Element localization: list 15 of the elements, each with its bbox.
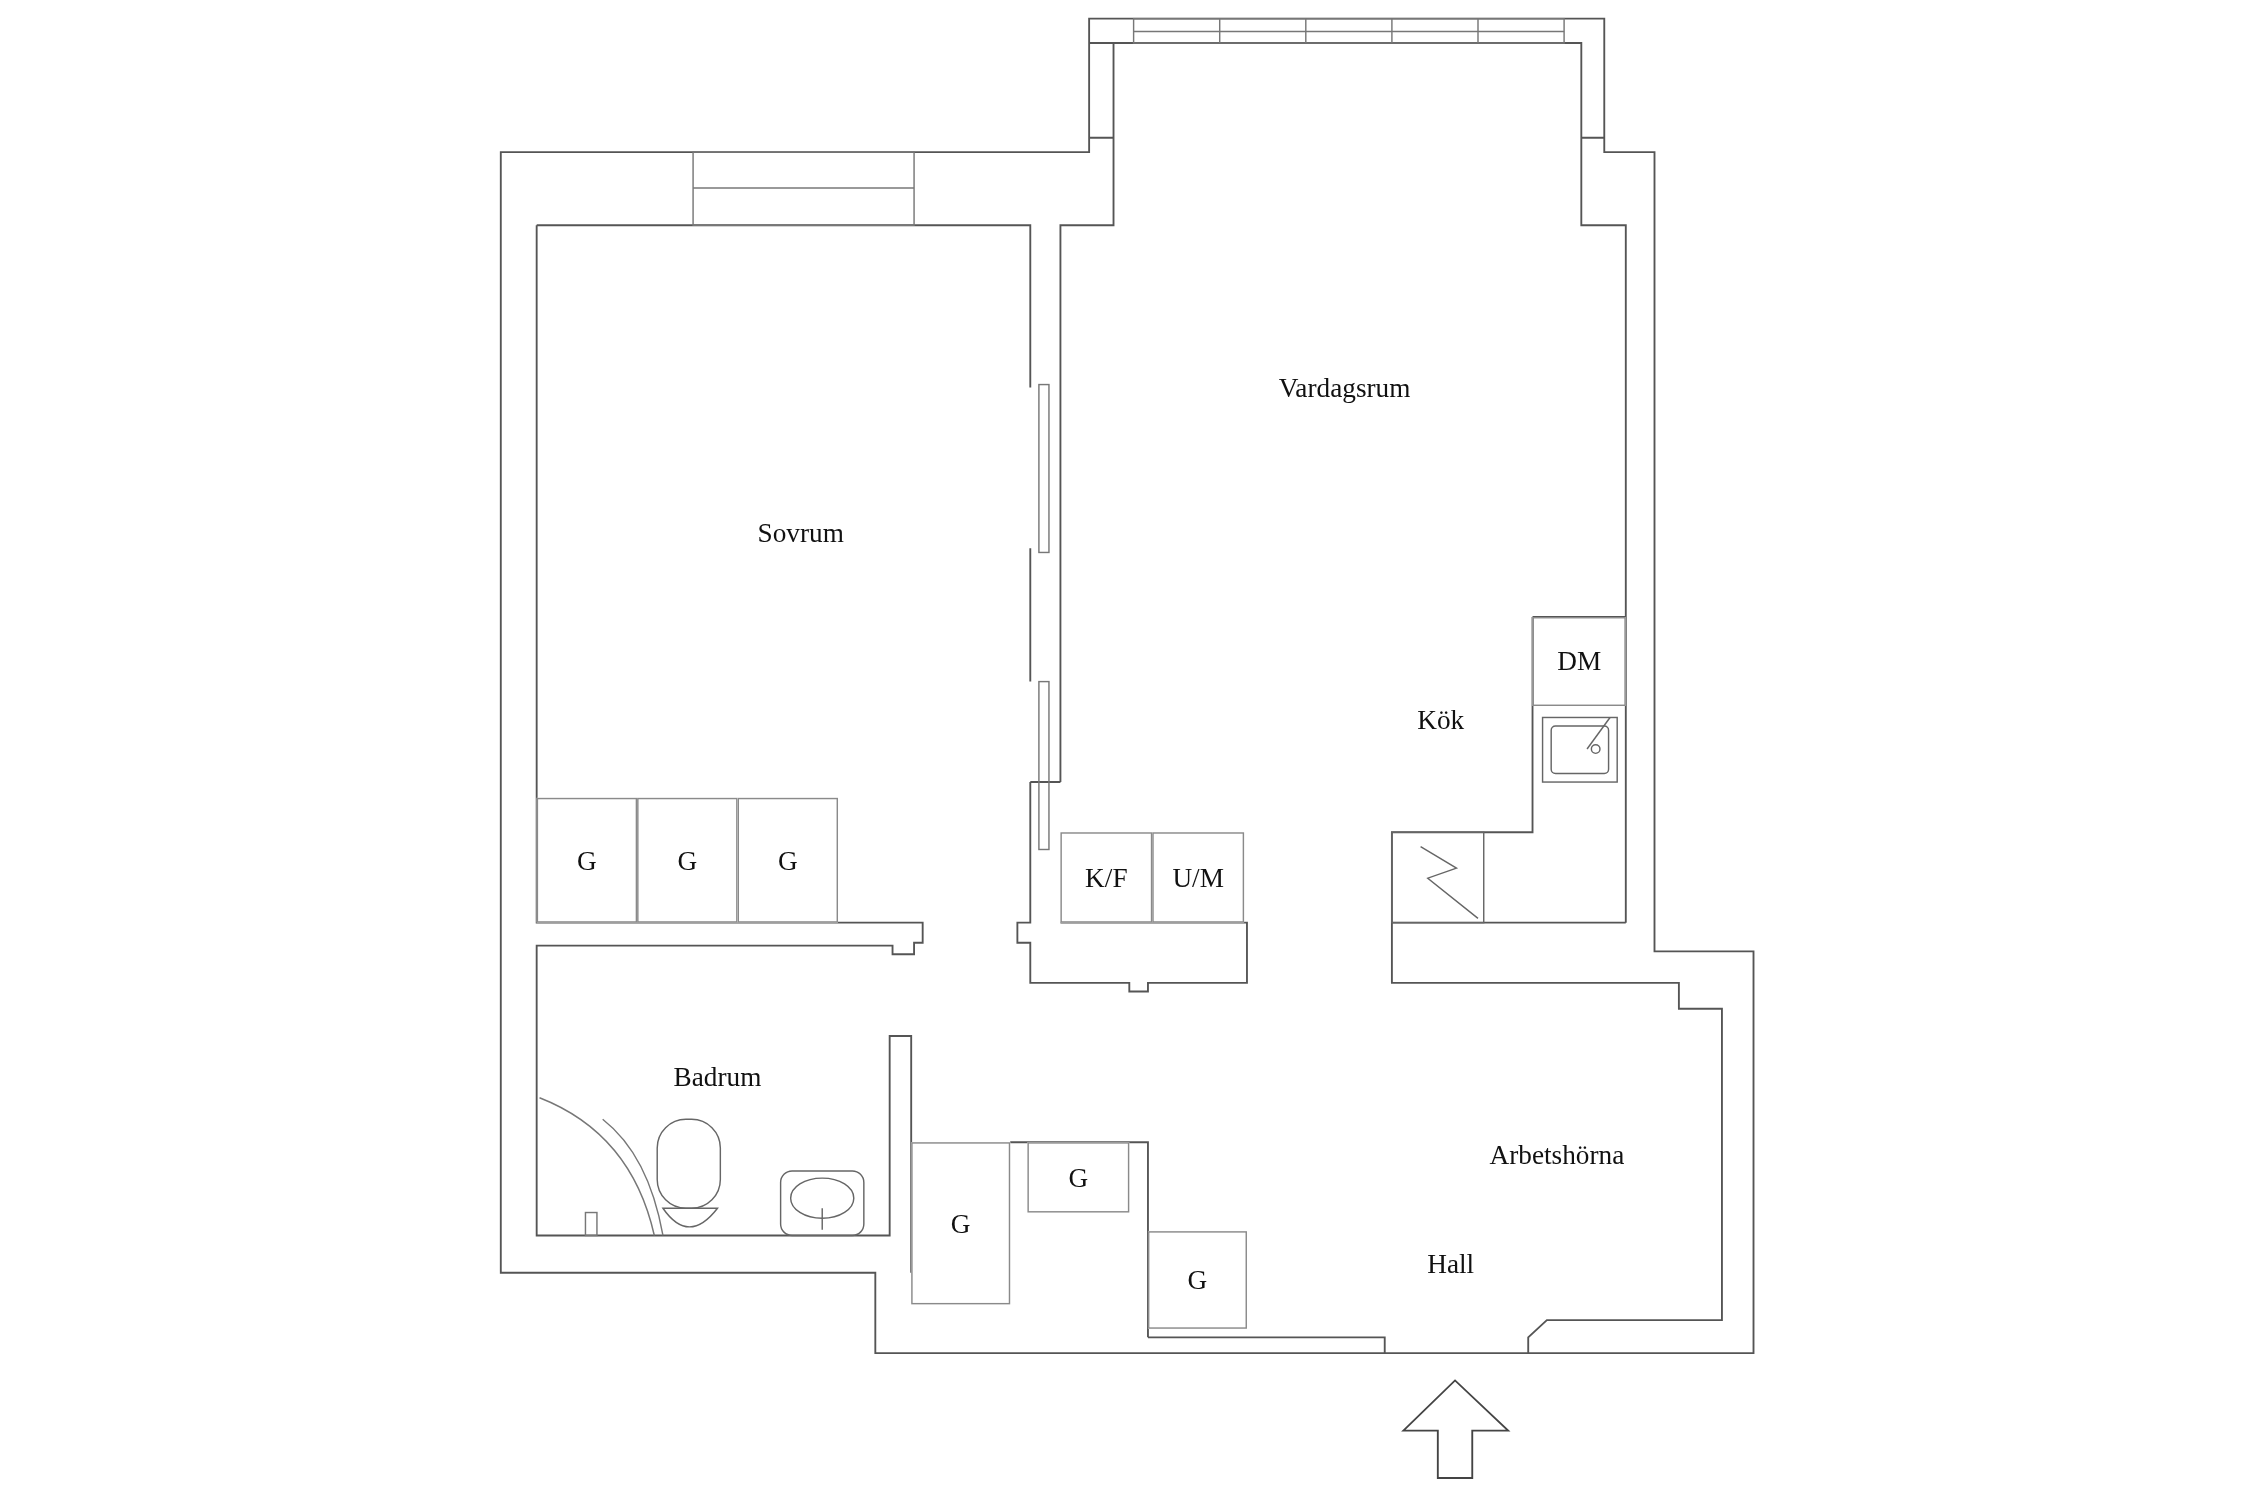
cabinet: G xyxy=(911,1142,1011,1305)
cabinet: G xyxy=(536,797,638,923)
room-label: Vardagsrum xyxy=(1278,373,1411,405)
cabinet: G xyxy=(737,797,838,923)
cabinet: G xyxy=(1027,1142,1130,1213)
cabinet: G xyxy=(1147,1231,1247,1329)
room-label: Kök xyxy=(1417,704,1465,737)
cabinet: G xyxy=(637,797,738,923)
room-label: Badrum xyxy=(673,1061,762,1094)
cabinet: DM xyxy=(1532,617,1626,706)
cabinet: K/F xyxy=(1060,832,1153,923)
room-label: Sovrum xyxy=(757,518,844,550)
cabinet: U/M xyxy=(1152,832,1245,923)
room-label: Arbetshörna xyxy=(1489,1139,1625,1171)
room-label: Hall xyxy=(1427,1248,1475,1280)
